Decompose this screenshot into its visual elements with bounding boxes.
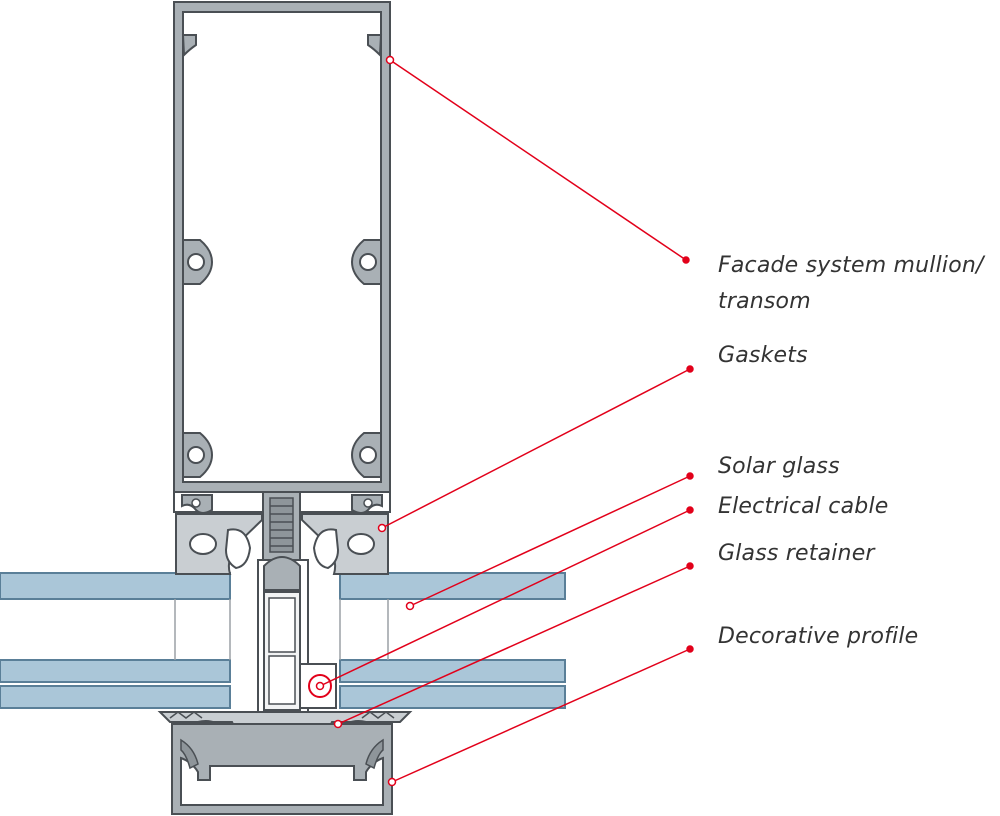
label-electrical-cable: Electrical cable [718,489,889,525]
label-solar-glass-text: Solar glass [718,454,840,479]
glass-mid-left [0,659,231,683]
electrical-cable-icon [308,674,332,698]
label-decorative-profile: Decorative profile [718,619,918,655]
leader-decorative-profile [391,648,691,783]
glass-mid-right [339,659,566,683]
label-mullion: Facade system mullion/ transom [718,248,984,320]
leader-solar-glass [409,475,691,607]
leader-electrical-cable [319,509,691,687]
label-mullion-line-2: transom [718,289,811,314]
label-gaskets: Gaskets [718,338,808,374]
glass-bottom-left [0,685,231,709]
gasket-zone [173,491,391,575]
leader-lines [315,55,694,787]
leader-gaskets [381,368,691,529]
glass-bottom-right [339,685,566,709]
decorative-profile [171,723,393,815]
label-gaskets-text: Gaskets [718,343,808,368]
leader-glass-retainer [337,565,691,725]
label-glass-retainer-text: Glass retainer [718,541,875,566]
label-glass-retainer: Glass retainer [718,536,875,572]
label-electrical-cable-text: Electrical cable [718,494,889,519]
label-mullion-line-1: Facade system mullion/ [718,253,984,278]
mullion-profile [173,1,391,493]
glass-top-left [0,572,231,600]
label-solar-glass: Solar glass [718,449,840,485]
label-decorative-profile-text: Decorative profile [718,624,919,649]
leader-mullion [389,59,687,261]
central-stem [257,556,337,719]
